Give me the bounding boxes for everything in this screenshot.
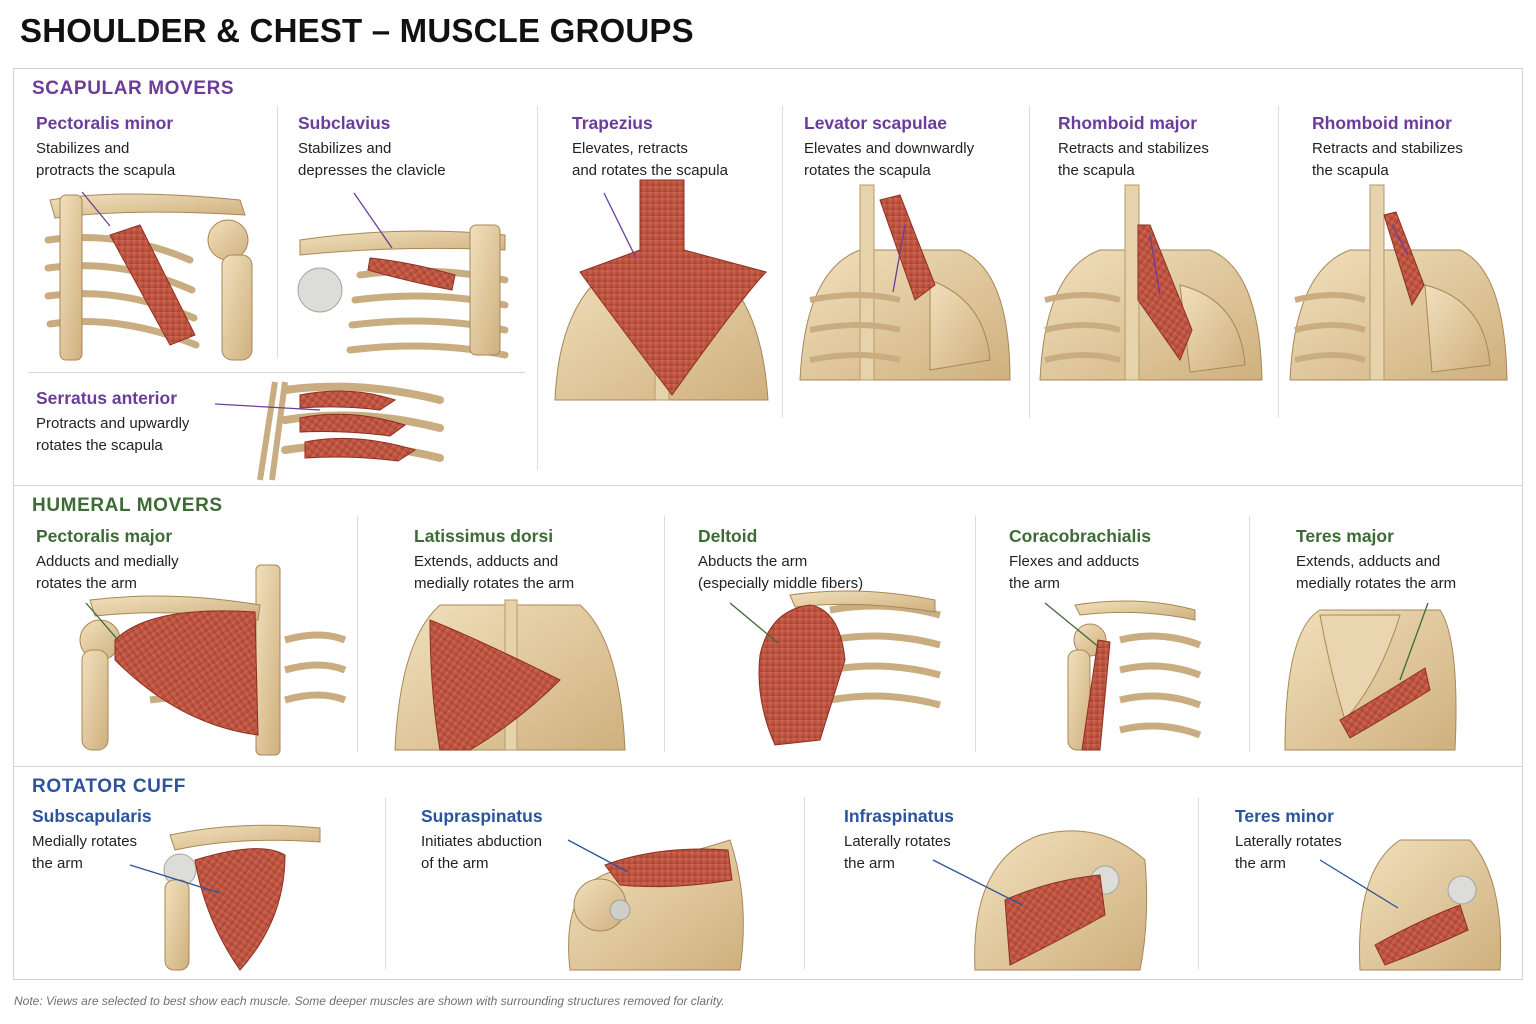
infraspinatus-illustration — [932, 830, 1148, 971]
card-divider — [804, 797, 805, 969]
card-divider — [664, 516, 665, 752]
section-divider-scapular-humeral — [14, 485, 1522, 486]
teres-minor-illustration — [1319, 839, 1502, 971]
subclavius-illustration — [297, 192, 509, 359]
muscle-name: Pectoralis major — [36, 526, 173, 546]
section-title-rotator-cuff: ROTATOR CUFF — [32, 776, 186, 797]
muscle-card-infraspinatus: Infraspinatus Laterally rotates the arm — [844, 806, 954, 875]
levator-scapulae-illustration — [799, 184, 1011, 381]
muscle-card-pectoralis-major: Pectoralis major Adducts and medially ro… — [36, 526, 179, 595]
muscle-description: Stabilizes and protracts the scapula — [36, 140, 176, 179]
muscle-name: Coracobrachialis — [1009, 526, 1151, 546]
rhomboid-minor-illustration — [1289, 184, 1508, 381]
muscle-card-levator-scapulae: Levator scapulae Elevates and downwardly… — [804, 113, 974, 182]
section-title-humeral-movers: HUMERAL MOVERS — [32, 495, 223, 516]
card-divider — [1278, 106, 1279, 418]
muscle-card-coracobrachialis: Coracobrachialis Flexes and adducts the … — [1009, 526, 1151, 595]
muscle-card-rhomboid-major: Rhomboid major Retracts and stabilizes t… — [1058, 113, 1209, 182]
card-divider — [385, 797, 386, 969]
muscle-name: Rhomboid major — [1058, 113, 1198, 133]
muscle-card-deltoid: Deltoid Abducts the arm (especially midd… — [698, 526, 863, 595]
muscle-card-subclavius: Subclavius Stabilizes and depresses the … — [298, 113, 446, 182]
muscle-description: Protracts and upwardly rotates the scapu… — [36, 415, 190, 454]
muscle-description: Retracts and stabilizes the scapula — [1058, 140, 1209, 179]
supraspinatus-illustration — [567, 839, 744, 971]
muscle-name: Supraspinatus — [421, 806, 543, 826]
card-divider — [537, 106, 538, 470]
muscle-name: Levator scapulae — [804, 113, 947, 133]
muscle-card-subscapularis: Subscapularis Medially rotates the arm — [32, 806, 152, 875]
card-divider — [277, 106, 278, 358]
section-divider-humeral-rotator — [14, 766, 1522, 767]
muscle-description: Retracts and stabilizes the scapula — [1312, 140, 1463, 179]
rhomboid-major-illustration — [1039, 184, 1263, 381]
muscle-description: Adducts and medially rotates the arm — [36, 553, 179, 592]
card-divider — [1198, 797, 1199, 969]
muscle-description: Stabilizes and depresses the clavicle — [298, 140, 446, 179]
muscle-card-trapezius: Trapezius Elevates, retracts and rotates… — [572, 113, 728, 182]
muscle-card-supraspinatus: Supraspinatus Initiates abduction of the… — [421, 806, 543, 875]
serratus-anterior-illustration — [214, 381, 444, 481]
muscle-name: Rhomboid minor — [1312, 113, 1452, 133]
card-divider — [782, 106, 783, 418]
deltoid-illustration — [729, 590, 941, 746]
muscle-name: Trapezius — [572, 113, 653, 133]
muscle-card-teres-major: Teres major Extends, adducts and mediall… — [1296, 526, 1456, 595]
card-divider-serratus — [28, 372, 525, 373]
muscle-name: Infraspinatus — [844, 806, 954, 826]
muscle-card-pectoralis-minor: Pectoralis minor Stabilizes and protract… — [36, 113, 175, 182]
latissimus-dorsi-illustration — [394, 599, 626, 751]
pectoralis-minor-illustration — [44, 191, 253, 361]
muscle-description: Extends, adducts and medially rotates th… — [414, 553, 575, 592]
teres-major-illustration — [1284, 602, 1457, 751]
muscle-name: Subscapularis — [32, 806, 152, 826]
subscapularis-illustration — [129, 824, 321, 971]
card-divider — [357, 516, 358, 752]
muscle-name: Pectoralis minor — [36, 113, 174, 133]
muscle-name: Latissimus dorsi — [414, 526, 554, 546]
pectoralis-major-illustration — [79, 564, 347, 756]
muscle-description: Laterally rotates the arm — [1235, 833, 1342, 872]
section-title-scapular-movers: SCAPULAR MOVERS — [32, 78, 235, 99]
coracobrachialis-illustration — [1044, 600, 1202, 751]
muscle-description: Laterally rotates the arm — [844, 833, 951, 872]
page-title: SHOULDER & CHEST – MUSCLE GROUPS — [20, 12, 694, 49]
muscle-card-latissimus-dorsi: Latissimus dorsi Extends, adducts and me… — [414, 526, 574, 595]
footnote: Note: Views are selected to best show ea… — [14, 994, 725, 1008]
muscle-description: Extends, adducts and medially rotates th… — [1296, 553, 1457, 592]
muscle-name: Deltoid — [698, 526, 758, 546]
muscle-description: Medially rotates the arm — [32, 833, 138, 872]
muscle-description: Elevates and downwardly rotates the scap… — [804, 140, 975, 179]
muscle-description: Flexes and adducts the arm — [1009, 553, 1140, 592]
muscle-name: Serratus anterior — [36, 388, 178, 408]
muscle-card-serratus-anterior: Serratus anterior Protracts and upwardly… — [36, 388, 189, 457]
muscle-name: Subclavius — [298, 113, 391, 133]
muscle-description: Initiates abduction of the arm — [421, 833, 542, 872]
muscle-name: Teres minor — [1235, 806, 1334, 826]
muscle-card-teres-minor: Teres minor Laterally rotates the arm — [1235, 806, 1342, 875]
muscle-description: Abducts the arm (especially middle fiber… — [698, 553, 864, 592]
card-divider — [1029, 106, 1030, 418]
trapezius-illustration — [554, 179, 769, 401]
muscle-description: Elevates, retracts and rotates the scapu… — [572, 140, 728, 179]
muscle-name: Teres major — [1296, 526, 1394, 546]
card-divider — [1249, 516, 1250, 752]
muscle-card-rhomboid-minor: Rhomboid minor Retracts and stabilizes t… — [1312, 113, 1463, 182]
card-divider — [975, 516, 976, 752]
